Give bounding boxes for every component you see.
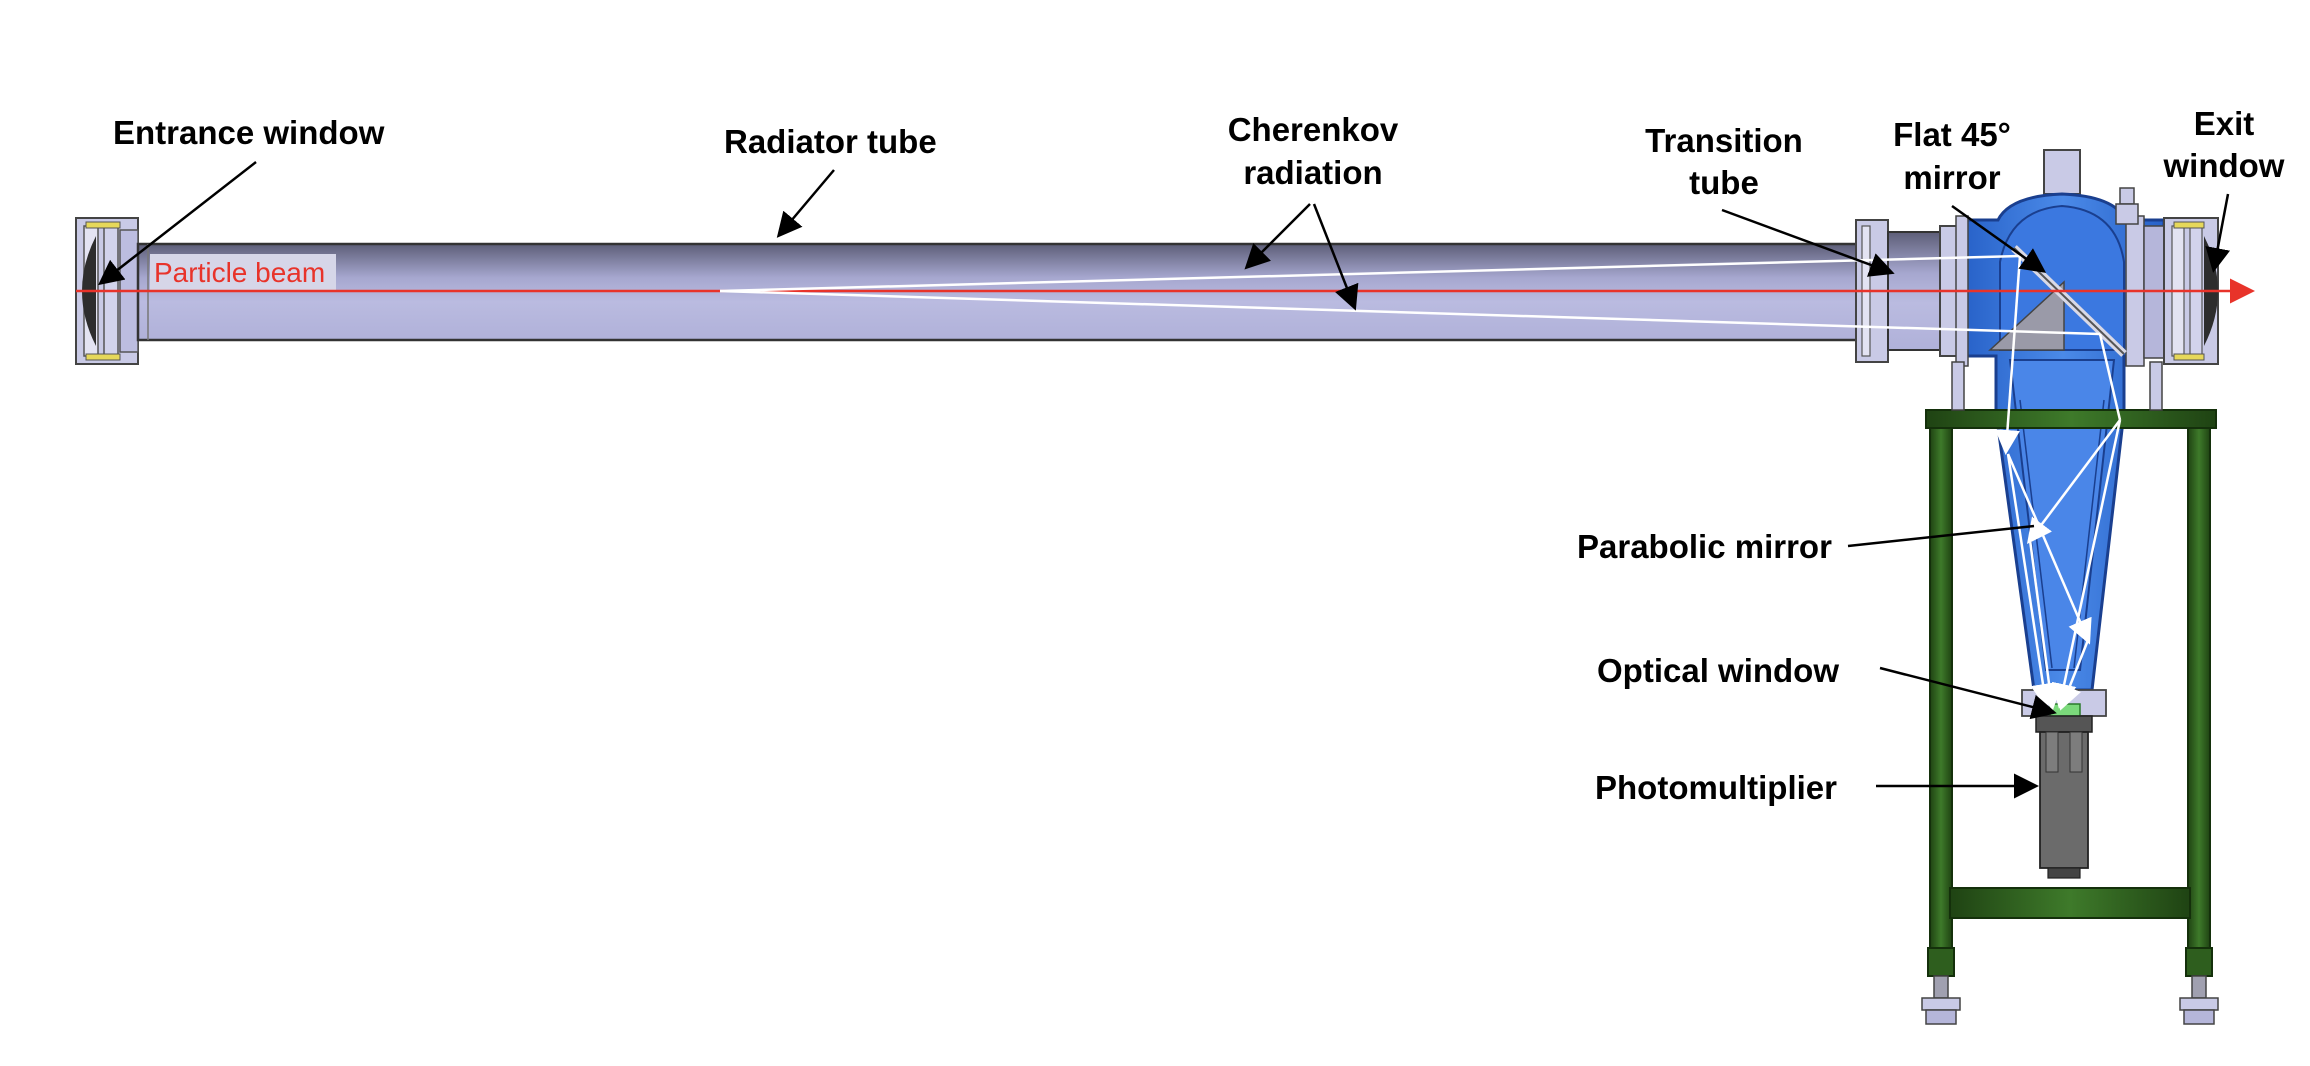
radiator-tube-arrow [776,169,835,238]
transition-tube-label-line2: tube [1689,164,1759,201]
cherenkov-arrow-1 [1244,203,1311,270]
entrance-window-arrow [98,161,257,286]
parabolic-mirror-label: Parabolic mirror [1577,528,1832,565]
transition-tube-arrow [1721,208,1895,277]
cherenkov-label-line2: radiation [1243,154,1382,191]
entrance-window-label: Entrance window [113,114,385,151]
photomultiplier-label: Photomultiplier [1595,769,1837,806]
exit-window-label-line2: window [2163,147,2285,184]
particle-beam-label: Particle beam [154,257,325,288]
optical-window-arrow [1879,666,2057,720]
radiator-tube-label: Radiator tube [724,123,937,160]
leader-arrows [98,161,2230,799]
parabolic-mirror-arrow [1847,524,2035,548]
particle-beam-label-bg [150,254,336,290]
exit-window-label-line1: Exit [2194,105,2255,142]
cherenkov-rays [719,254,2122,711]
optical-window-label: Optical window [1597,652,1839,689]
optical-window [2049,703,2081,717]
flat-mirror-label-line1: Flat 45° [1893,116,2011,153]
exit-window-arrow [2205,193,2230,273]
flat-mirror-label-line2: mirror [1903,159,2000,196]
mirror-vessel [1955,149,2166,692]
cherenkov-label-line1: Cherenkov [1228,111,1399,148]
support-frame [1921,361,2219,1025]
flat-mirror-arrow [1951,204,2047,273]
photomultiplier [2035,715,2093,879]
cherenkov-arrow-2 [1312,203,1359,311]
transition-tube-label-line1: Transition [1645,122,1803,159]
